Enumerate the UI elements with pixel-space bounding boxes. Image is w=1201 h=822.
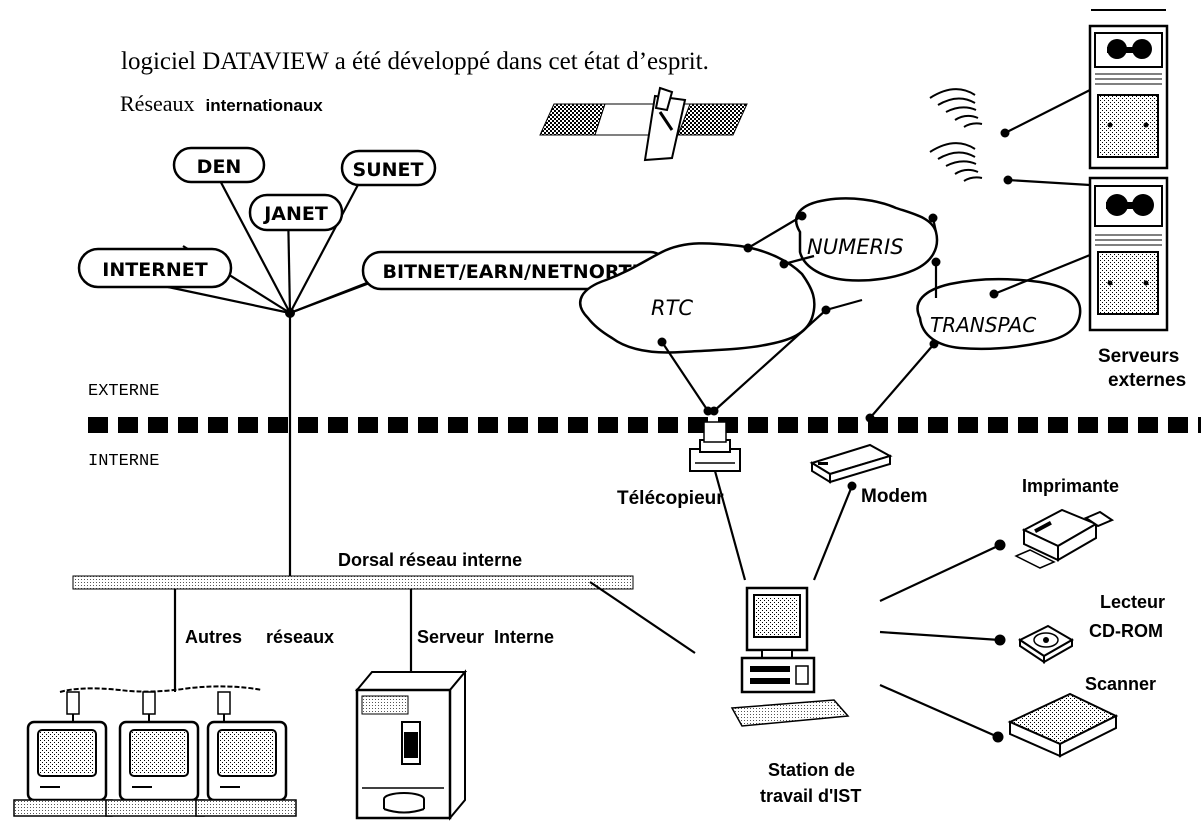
link-node: [709, 406, 719, 416]
header-text: logiciel DATAVIEW a été développé dans c…: [121, 48, 709, 75]
fax-icon: [689, 421, 741, 472]
printer-icon: [1014, 508, 1115, 569]
printer-label: Imprimante: [1022, 476, 1119, 496]
local-network: [59, 685, 263, 693]
scanner-icon: [1007, 692, 1119, 758]
satellite-icon: [539, 86, 748, 162]
pill-internet: INTERNET: [77, 247, 233, 289]
link-node: [992, 731, 1004, 743]
cloud-numeris-label: NUMERIS: [807, 235, 904, 259]
pill-janet: JANET: [248, 193, 344, 232]
mac-computer-1-icon: [13, 691, 113, 817]
pill-bitnet-label: BITNET/EARN/NETNORTH: [383, 261, 648, 283]
external-servers-label-2: externes: [1108, 370, 1186, 391]
peripheral-links: [879, 544, 1001, 739]
fax-label: Télécopieur: [617, 488, 724, 509]
scanner-label: Scanner: [1085, 674, 1156, 694]
pill-den-label: DEN: [197, 156, 242, 178]
link-node: [847, 481, 857, 491]
station-label-2: travail d'IST: [760, 786, 861, 806]
zone-interne-label: INTERNE: [88, 452, 159, 471]
modem-label: Modem: [861, 486, 928, 507]
pill-internet-label: INTERNET: [102, 259, 207, 281]
zone-externe-label: EXTERNE: [88, 382, 159, 401]
cdrom-label-1: Lecteur: [1100, 592, 1165, 612]
backbone-to-station: [589, 581, 696, 654]
external-server-1: [1088, 24, 1169, 170]
internal-server-icon: [354, 669, 468, 821]
modem-icon: [809, 443, 893, 484]
pill-den: DEN: [172, 146, 266, 184]
mac-computer-3-icon: [195, 691, 297, 817]
pill-sunet: SUNET: [340, 149, 437, 187]
radio-waves-icon: [929, 88, 983, 182]
pill-bitnet: BITNET/EARN/NETNORTH: [361, 250, 670, 291]
fax-to-station: [713, 470, 747, 581]
cloud-transpac: TRANSPAC: [916, 277, 1082, 350]
satellite-links: [1004, 89, 1091, 187]
cloud-rtc: RTC: [578, 242, 816, 354]
modem-to-station: [812, 485, 854, 581]
cdrom-label-2: CD-ROM: [1089, 621, 1163, 641]
link-node: [1000, 128, 1010, 138]
pill-janet-label: JANET: [262, 203, 328, 225]
cloud-rtc-label: RTC: [651, 296, 693, 320]
external-servers-label-1: Serveurs: [1098, 346, 1179, 367]
cloud-transpac-label: TRANSPAC: [930, 313, 1036, 337]
station-label-1: Station de: [768, 760, 855, 780]
pill-sunet-label: SUNET: [353, 159, 424, 181]
mac-computer-2-icon: [105, 691, 205, 817]
link-node: [994, 634, 1006, 646]
link-node: [994, 539, 1006, 551]
networks-heading: Réseaux internationaux: [120, 91, 323, 116]
external-server-2: [1088, 176, 1169, 332]
wan-links: [661, 309, 935, 419]
cloud-numeris: NUMERIS: [794, 197, 939, 282]
cloud-nodes: [657, 211, 999, 349]
cdrom-icon: [1018, 624, 1074, 664]
network-spokes: [167, 172, 396, 315]
workstation-icon: [730, 586, 850, 727]
backbone-bar: [72, 575, 634, 590]
backbone-label: Dorsal réseau interne: [338, 550, 522, 570]
link-node: [1003, 175, 1013, 185]
